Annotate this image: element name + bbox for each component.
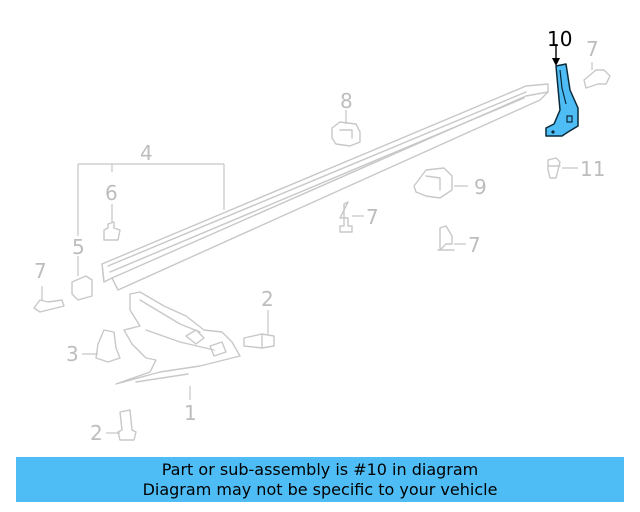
screw-7-top-right (583, 69, 611, 89)
callout-2-upper: 2 (261, 287, 274, 311)
bracket-assembly-part-1 (115, 291, 241, 385)
end-cap-part-5 (71, 275, 93, 301)
callout-7-top-right: 7 (586, 37, 599, 61)
banner-line-2: Diagram may not be specific to your vehi… (142, 480, 498, 499)
callout-7-left: 7 (34, 259, 47, 283)
callout-2-lower: 2 (90, 421, 103, 445)
nut-part-3 (95, 329, 121, 363)
callout-5: 5 (72, 235, 85, 259)
bracket-part-10 (545, 63, 579, 137)
callout-9: 9 (474, 175, 487, 199)
banner-line-1: Part or sub-assembly is #10 in diagram (161, 460, 479, 479)
screw-7-center (339, 201, 353, 233)
callout-4: 4 (140, 141, 153, 165)
callout-8: 8 (340, 89, 353, 113)
info-banner: Part or sub-assembly is #10 in diagram D… (16, 457, 624, 502)
screw-part-6 (103, 221, 121, 241)
callout-6: 6 (105, 181, 118, 205)
retainer-part-9 (413, 167, 453, 199)
callout-10: 10 (547, 27, 572, 51)
bolt-part-2-upper (243, 333, 275, 349)
callout-11: 11 (580, 157, 605, 181)
screw-7-right (437, 225, 455, 251)
callout-3: 3 (66, 342, 79, 366)
callout-7-center: 7 (366, 205, 379, 229)
rocker-molding (101, 83, 549, 291)
bolt-part-2-lower (117, 409, 137, 441)
push-clip-part-11 (547, 157, 561, 179)
callout-1: 1 (184, 401, 197, 425)
clip-part-8 (331, 121, 361, 147)
screw-7-left (33, 299, 65, 313)
callout-7-right: 7 (468, 233, 481, 257)
parts-diagram: 10 7 11 8 4 6 9 7 7 5 7 2 3 1 2 (33, 27, 611, 445)
